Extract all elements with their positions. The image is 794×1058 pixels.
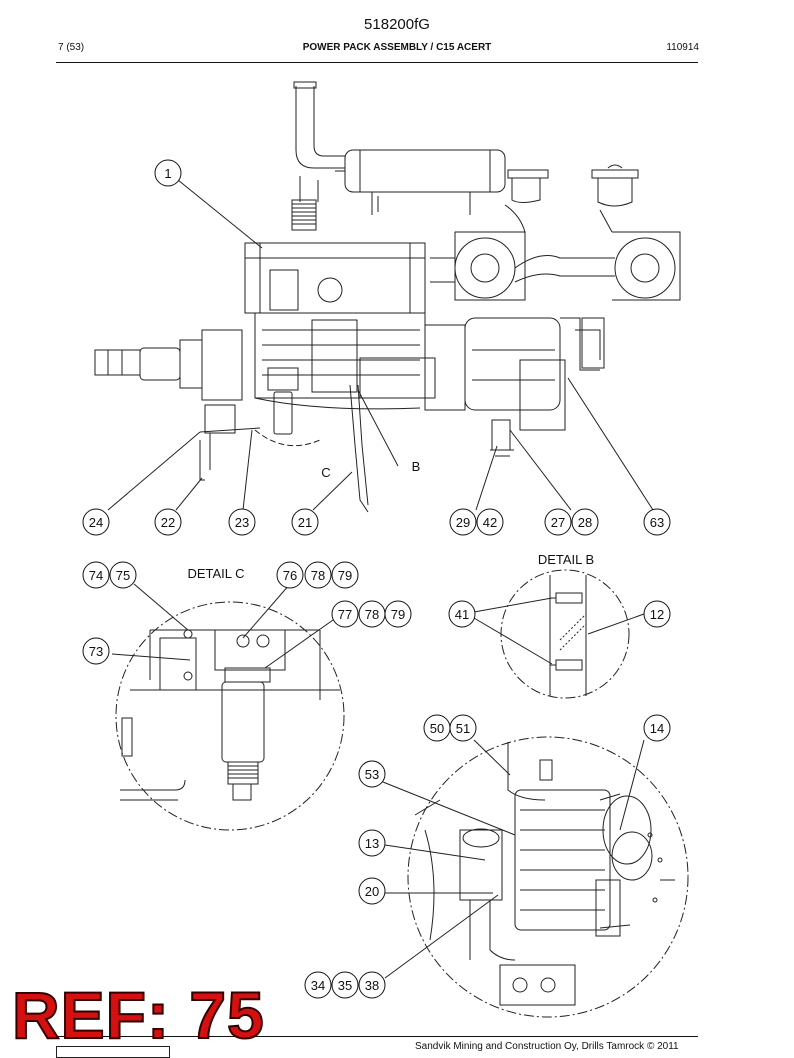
callout-14: 14 — [650, 721, 664, 736]
page-number: 7 (53) — [58, 42, 85, 53]
callout-79-second: 79 — [391, 607, 405, 622]
callout-51: 51 — [456, 721, 470, 736]
detail-b-marker: B — [412, 459, 421, 474]
callout-42: 42 — [483, 515, 497, 530]
callout-38: 38 — [365, 978, 379, 993]
callout-73: 73 — [89, 644, 103, 659]
callout-21: 21 — [298, 515, 312, 530]
callout-34: 34 — [311, 978, 325, 993]
main-leader-lines — [107, 179, 654, 511]
footer-rule — [56, 1036, 698, 1037]
detail-c-marker: C — [321, 465, 330, 480]
callout-77: 77 — [338, 607, 352, 622]
callout-28: 28 — [578, 515, 592, 530]
callout-53: 53 — [365, 767, 379, 782]
callout-24: 24 — [89, 515, 103, 530]
main-assembly-view — [94, 81, 681, 513]
revision-date: 110914 — [666, 42, 699, 53]
callout-35: 35 — [338, 978, 352, 993]
callout-79: 79 — [338, 568, 352, 583]
detail-c-view — [115, 601, 345, 831]
document-number: 518200fG — [364, 16, 430, 33]
callout-12: 12 — [650, 607, 664, 622]
callout-76: 76 — [283, 568, 297, 583]
callout-74: 74 — [89, 568, 103, 583]
callout-75: 75 — [116, 568, 130, 583]
header-rule — [56, 62, 698, 63]
callout-1: 1 — [164, 166, 171, 181]
callout-13: 13 — [365, 836, 379, 851]
callout-22: 22 — [161, 515, 175, 530]
callout-50: 50 — [430, 721, 444, 736]
lower-detail-leader-lines — [382, 739, 645, 979]
callout-63: 63 — [650, 515, 664, 530]
callout-20: 20 — [365, 884, 379, 899]
callout-29: 29 — [456, 515, 470, 530]
callout-41: 41 — [455, 607, 469, 622]
detail-c-title: DETAIL C — [187, 566, 244, 581]
callout-78-second: 78 — [365, 607, 379, 622]
detail-b-view — [500, 569, 630, 699]
detail-b-title: DETAIL B — [538, 552, 594, 567]
detail-c-leader-lines — [111, 583, 334, 669]
callout-23: 23 — [235, 515, 249, 530]
lower-detail-view — [407, 736, 689, 1018]
page-title: POWER PACK ASSEMBLY / C15 ACERT — [302, 42, 492, 53]
footer-copyright: Sandvik Mining and Construction Oy, Dril… — [415, 1041, 679, 1052]
detail-b-leader-lines — [473, 597, 645, 665]
callout-27: 27 — [551, 515, 565, 530]
reference-label: REF: 75 — [11, 978, 265, 1052]
callout-78: 78 — [311, 568, 325, 583]
